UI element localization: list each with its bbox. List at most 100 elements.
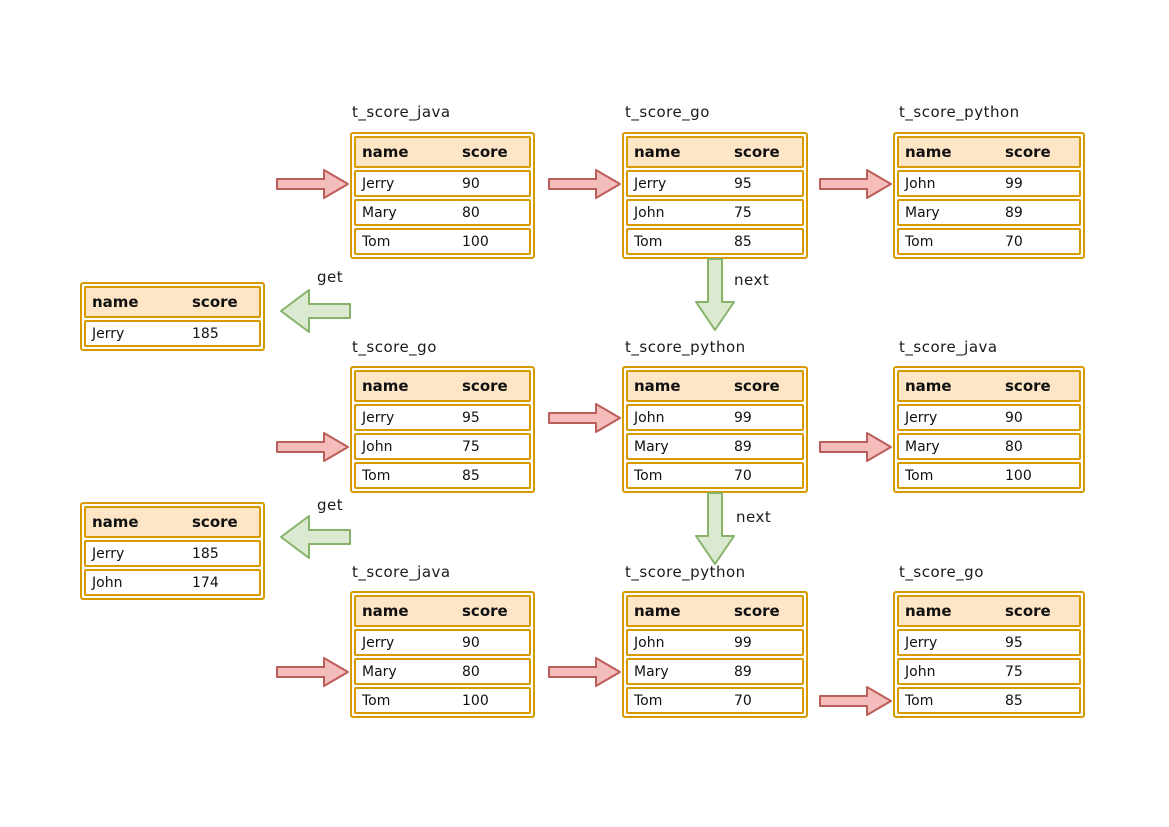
header-name: name	[92, 293, 139, 311]
cell-name: Jerry	[362, 634, 395, 651]
cell-score: 70	[734, 467, 752, 484]
table-header: name score	[626, 136, 804, 168]
cell-name: Tom	[634, 692, 663, 709]
next-label: next	[736, 508, 772, 526]
table-mid-python: name score John 99 Mary 89 Tom 70	[622, 366, 808, 493]
table-header: name score	[84, 506, 261, 538]
table-row: John 99	[626, 404, 804, 431]
header-score: score	[192, 293, 238, 311]
table-row: Tom 85	[626, 228, 804, 255]
table-row: Jerry 185	[84, 540, 261, 567]
cell-name: John	[92, 574, 123, 591]
header-score: score	[734, 377, 780, 395]
get-label: get	[317, 268, 344, 286]
table-row: Jerry 90	[354, 170, 531, 197]
cell-name: Jerry	[92, 545, 125, 562]
table-row: Tom 85	[354, 462, 531, 489]
header-name: name	[362, 143, 409, 161]
header-score: score	[1005, 377, 1051, 395]
cell-name: John	[905, 663, 936, 680]
cell-name: John	[634, 409, 665, 426]
table-title-3: t_score_go	[352, 338, 437, 356]
row-pointer-arrow-icon	[548, 169, 621, 199]
header-name: name	[634, 143, 681, 161]
cell-score: 100	[462, 233, 489, 250]
cell-score: 89	[1005, 204, 1023, 221]
table-row: Mary 89	[626, 658, 804, 685]
header-name: name	[634, 377, 681, 395]
table-header: name score	[626, 595, 804, 627]
cell-name: Jerry	[92, 325, 125, 342]
row-pointer-arrow-icon	[819, 686, 892, 716]
table-header: name score	[897, 595, 1081, 627]
table-row: Tom 70	[626, 687, 804, 714]
table-header: name score	[354, 370, 531, 402]
cell-name: Jerry	[362, 409, 395, 426]
header-score: score	[1005, 143, 1051, 161]
header-name: name	[362, 377, 409, 395]
header-score: score	[1005, 602, 1051, 620]
header-score: score	[192, 513, 238, 531]
header-name: name	[362, 602, 409, 620]
table-mid-go: name score Jerry 95 John 75 Tom 85	[350, 366, 535, 493]
cell-name: Tom	[634, 467, 663, 484]
cell-name: Mary	[905, 438, 940, 455]
header-score: score	[462, 602, 508, 620]
table-row: Jerry 95	[626, 170, 804, 197]
cell-name: Mary	[362, 663, 397, 680]
header-name: name	[905, 143, 952, 161]
cell-score: 89	[734, 438, 752, 455]
table-title-7: t_score_python	[625, 563, 746, 581]
cell-name: Tom	[362, 467, 391, 484]
cell-name: Jerry	[362, 175, 395, 192]
cell-score: 185	[192, 325, 219, 342]
table-title-6: t_score_java	[352, 563, 451, 581]
table-row: Tom 100	[354, 687, 531, 714]
header-score: score	[462, 143, 508, 161]
cell-score: 174	[192, 574, 219, 591]
cell-score: 99	[734, 634, 752, 651]
table-row: John 174	[84, 569, 261, 596]
next-arrow-icon	[695, 492, 735, 565]
header-name: name	[634, 602, 681, 620]
cell-name: Tom	[362, 233, 391, 250]
cell-name: Tom	[362, 692, 391, 709]
table-row: Mary 89	[897, 199, 1081, 226]
table-row: John 99	[626, 629, 804, 656]
cell-score: 70	[734, 692, 752, 709]
cell-name: John	[362, 438, 393, 455]
row-pointer-arrow-icon	[276, 657, 349, 687]
table-title-5: t_score_java	[899, 338, 998, 356]
cell-score: 99	[734, 409, 752, 426]
next-label: next	[734, 271, 770, 289]
cell-score: 95	[1005, 634, 1023, 651]
header-name: name	[905, 602, 952, 620]
result-table-2: name score Jerry 185 John 174	[80, 502, 265, 600]
table-row: John 99	[897, 170, 1081, 197]
table-row: Tom 70	[626, 462, 804, 489]
cell-score: 80	[1005, 438, 1023, 455]
header-score: score	[734, 602, 780, 620]
cell-score: 89	[734, 663, 752, 680]
table-header: name score	[354, 595, 531, 627]
cell-name: Tom	[905, 692, 934, 709]
header-score: score	[462, 377, 508, 395]
header-name: name	[92, 513, 139, 531]
get-label: get	[317, 496, 344, 514]
table-row: Mary 80	[354, 199, 531, 226]
table-bottom-java: name score Jerry 90 Mary 80 Tom 100	[350, 591, 535, 718]
table-row: Tom 70	[897, 228, 1081, 255]
row-pointer-arrow-icon	[276, 169, 349, 199]
cell-name: Mary	[362, 204, 397, 221]
table-title-0: t_score_java	[352, 103, 451, 121]
table-header: name score	[626, 370, 804, 402]
cell-score: 100	[462, 692, 489, 709]
table-title-2: t_score_python	[899, 103, 1020, 121]
cell-score: 100	[1005, 467, 1032, 484]
header-name: name	[905, 377, 952, 395]
cell-score: 80	[462, 204, 480, 221]
table-row: Jerry 95	[897, 629, 1081, 656]
table-bottom-python: name score John 99 Mary 89 Tom 70	[622, 591, 808, 718]
table-row: Jerry 185	[84, 320, 261, 347]
row-pointer-arrow-icon	[548, 403, 621, 433]
